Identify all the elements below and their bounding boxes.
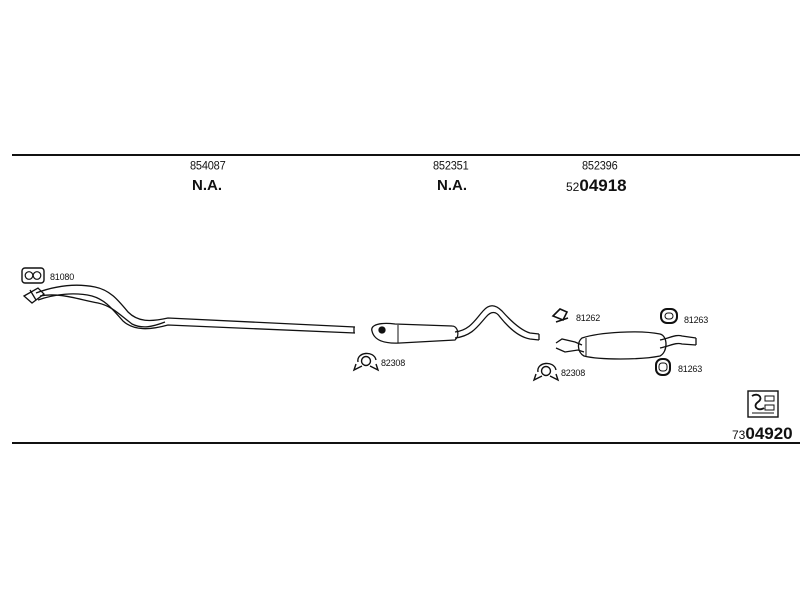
- clamp-icon: [352, 352, 380, 372]
- part-number-front-pipe: 854087: [190, 159, 226, 173]
- kit-box-icon: [747, 390, 779, 418]
- kit-code-prefix: 73: [732, 428, 746, 442]
- center-muffler: [371, 305, 540, 344]
- kit-code: 7304920: [732, 424, 793, 444]
- label-clamp-front: 82308: [381, 358, 406, 368]
- top-divider: [12, 154, 800, 156]
- label-clamp-rear: 82308: [561, 368, 586, 378]
- label-gasket: 81080: [50, 272, 75, 282]
- status-front-pipe: N.A.: [192, 177, 222, 194]
- part-number-center-muffler: 852351: [433, 159, 469, 173]
- ref-code-main: 04918: [579, 176, 627, 195]
- ref-code-rear-muffler: 5204918: [566, 176, 627, 196]
- status-center-muffler: N.A.: [437, 177, 467, 194]
- rubber-mount-icon: [551, 308, 569, 323]
- rear-muffler: [555, 331, 697, 360]
- hanger-ring-icon: [660, 308, 678, 324]
- label-rubber-mount: 81262: [576, 313, 601, 323]
- hanger-ring-icon: [655, 358, 671, 376]
- clamp-icon: [532, 362, 560, 382]
- label-hanger-top: 81263: [684, 315, 709, 325]
- label-hanger-bottom: 81263: [678, 364, 703, 374]
- gasket-icon: [21, 267, 45, 284]
- kit-code-main: 04920: [745, 424, 793, 443]
- ref-code-prefix: 52: [566, 180, 580, 194]
- bottom-divider: [12, 442, 800, 444]
- front-pipe: [22, 284, 356, 334]
- part-number-rear-muffler: 852396: [582, 159, 618, 173]
